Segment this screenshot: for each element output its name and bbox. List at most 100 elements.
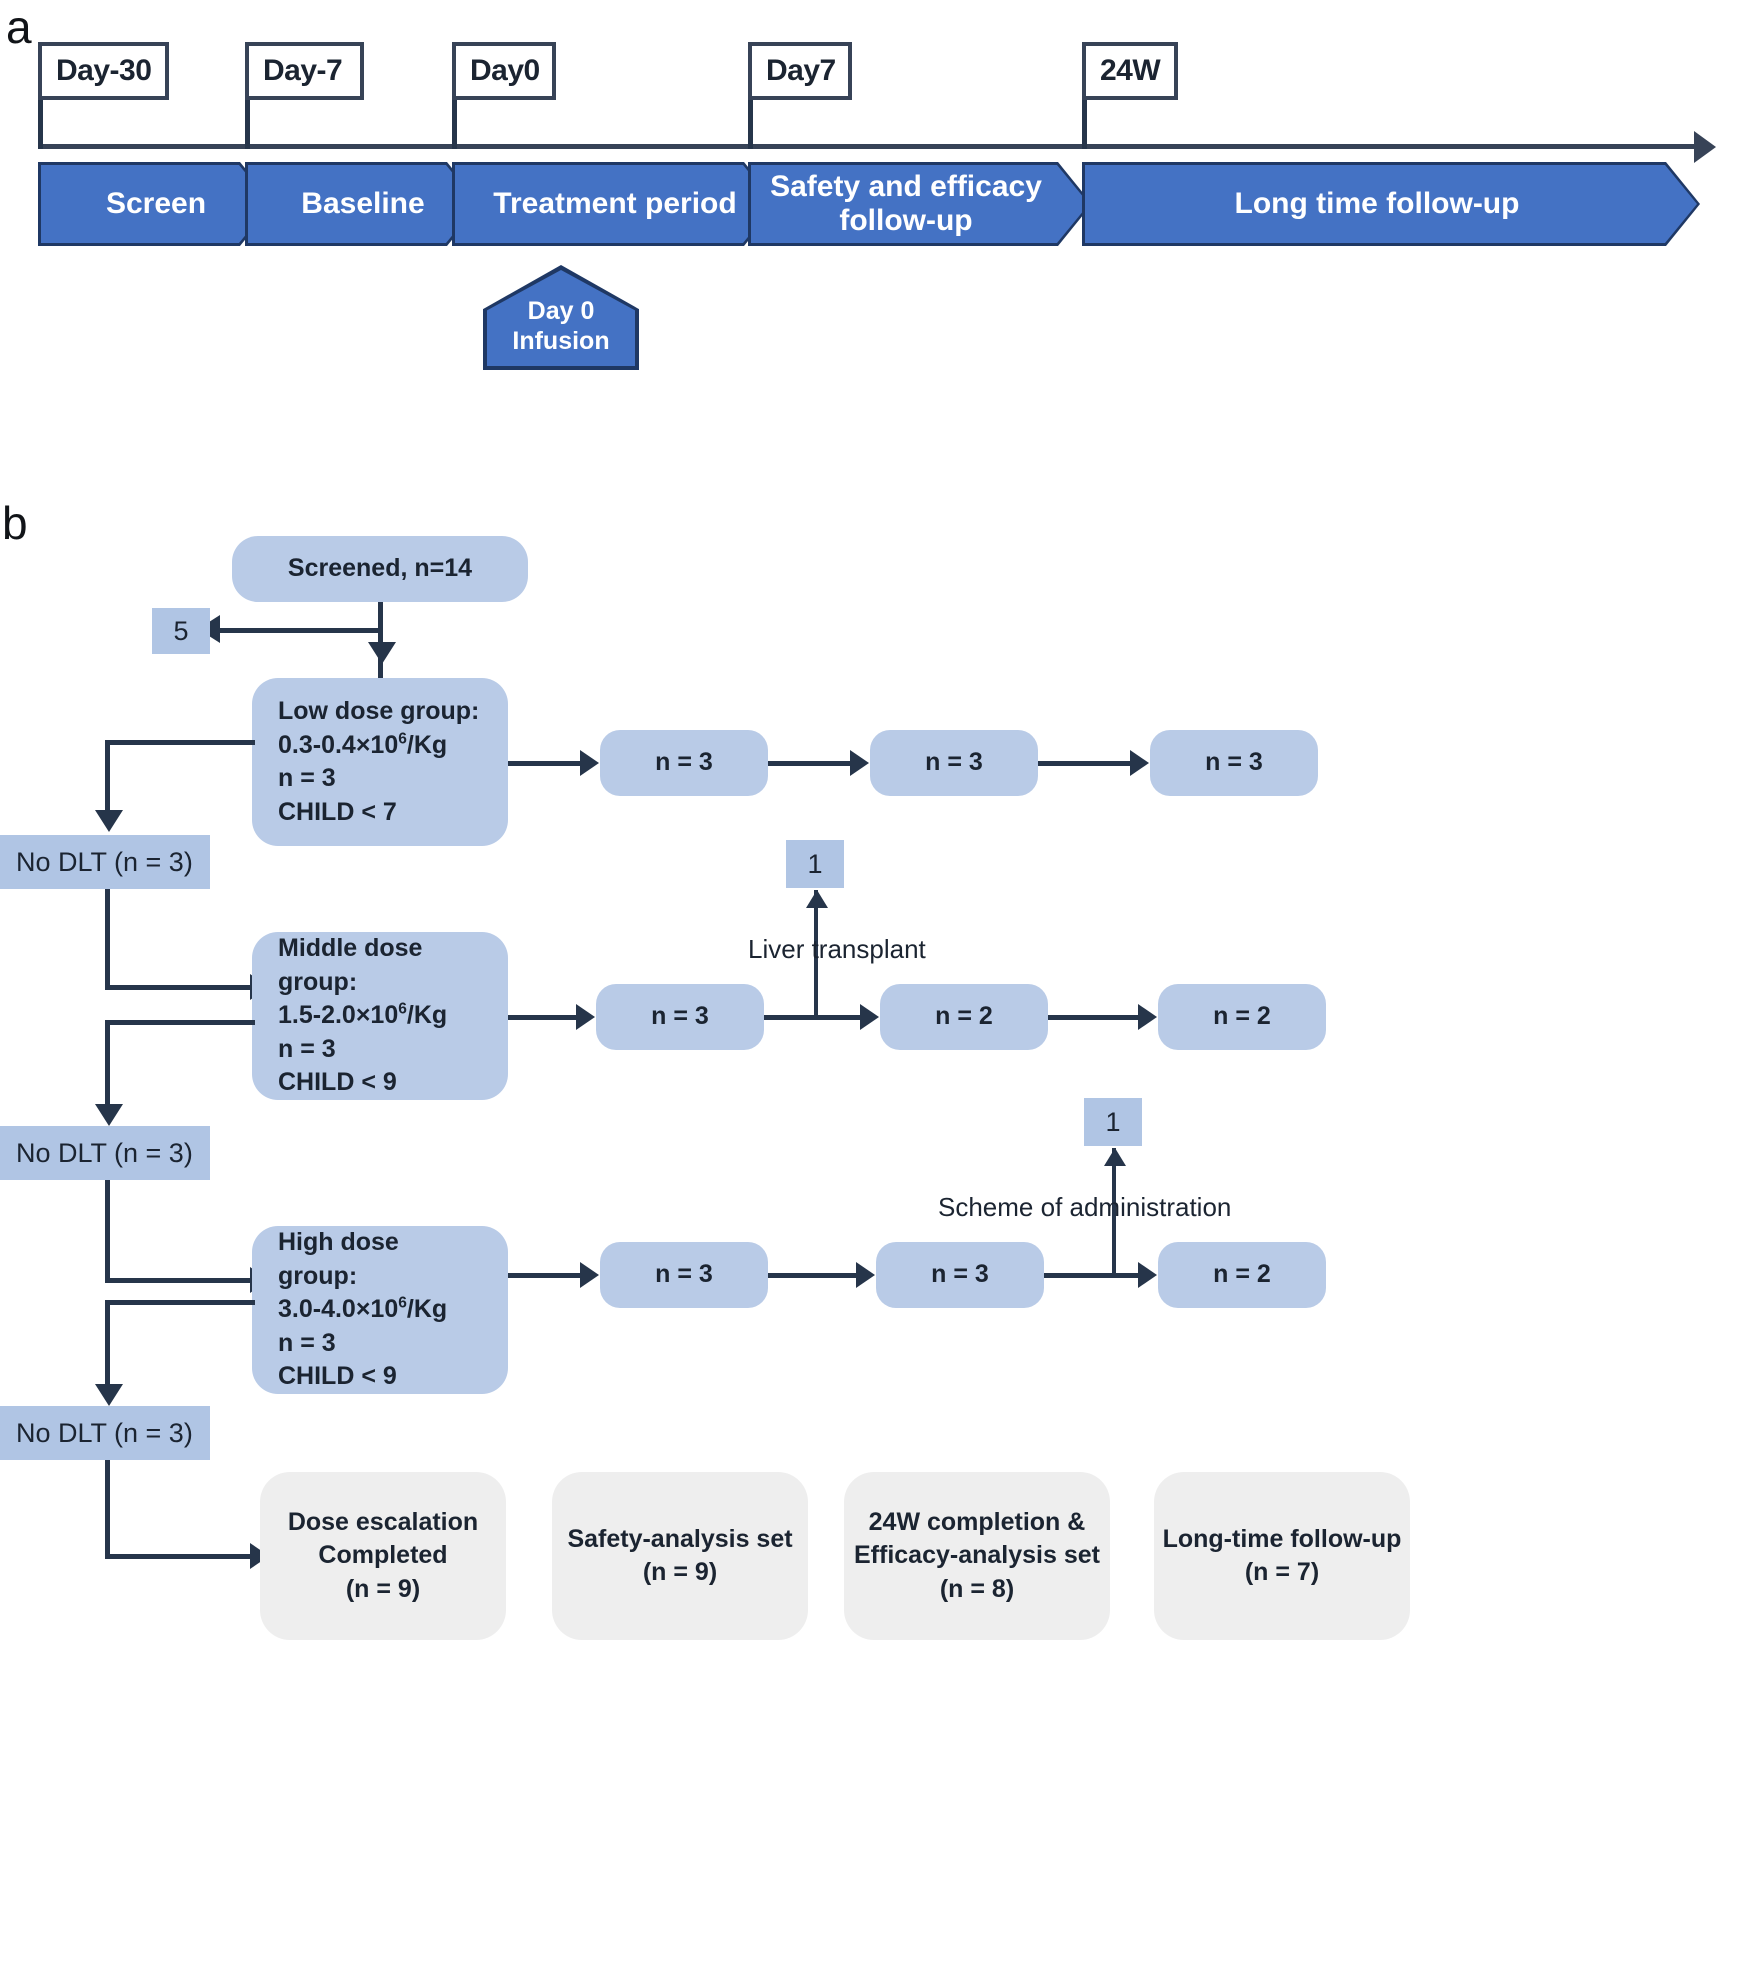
node-screened: Screened, n=14 — [232, 536, 528, 602]
summary-2-line2: Efficacy-analysis set — [854, 1541, 1100, 1570]
node-high-step-1-label: n = 3 — [655, 1260, 713, 1289]
node-liver-transplant-count: 1 — [786, 840, 844, 888]
milestone-flag-day7: Day7 — [748, 42, 852, 100]
day0-infusion-line2: Infusion — [512, 326, 610, 355]
summary-3-line2: (n = 7) — [1244, 1558, 1320, 1586]
panel-a-letter: a — [6, 1, 32, 53]
high-dose-child: CHILD < 9 — [278, 1362, 397, 1391]
arrowhead-low-step1-step2 — [850, 750, 869, 776]
annotation-liver-transplant: Liver transplant — [748, 934, 926, 964]
node-high-step-3-label: n = 2 — [1213, 1260, 1271, 1289]
phase-chevron-baseline-label: Baseline — [248, 165, 478, 243]
milestone-label: Day-30 — [56, 54, 152, 87]
node-low-step-1-label: n = 3 — [655, 748, 713, 777]
middle-dose-child: CHILD < 9 — [278, 1068, 397, 1097]
arrowhead-to-no-dlt-3 — [95, 1384, 123, 1406]
connector-low-step1-step2 — [768, 761, 852, 766]
milestone-flag-day-30: Day-30 — [38, 42, 169, 100]
timeline-tick-day-7 — [245, 100, 250, 149]
node-low-dose-group: Low dose group: 0.3-0.4×106/Kg n = 3 CHI… — [252, 678, 508, 846]
panel-a-study-timeline: a Day-30 Day-7 Day0 Day7 24W Screen Base… — [0, 0, 1750, 420]
milestone-flag-24w: 24W — [1082, 42, 1178, 100]
connector-middledose-left-elbow — [105, 1020, 255, 1025]
arrowhead-low-step2-step3 — [1130, 750, 1149, 776]
node-summary-dose-escalation: Dose escalation Completed (n = 9) — [260, 1472, 506, 1640]
summary-1-line2: (n = 9) — [642, 1558, 718, 1586]
panel-b-letter: b — [2, 497, 28, 549]
node-high-dose-group: High dose group: 3.0-4.0×106/Kg n = 3 CH… — [252, 1226, 508, 1394]
node-high-step-1: n = 3 — [600, 1242, 768, 1308]
middle-dose-n: n = 3 — [278, 1034, 336, 1063]
timeline-tick-day-30 — [38, 100, 43, 149]
summary-3-line1: Long-time follow-up — [1162, 1524, 1402, 1553]
node-no-dlt-3-label: No DLT (n = 3) — [16, 1417, 193, 1448]
low-dose-title: Low dose group: — [278, 697, 480, 725]
connector-no-dlt-1-down — [105, 889, 110, 989]
milestone-label: Day7 — [766, 54, 836, 87]
milestone-flag-day0: Day0 — [452, 42, 556, 100]
connector-no-dlt-1-to-middle — [105, 985, 255, 990]
timeline-tick-24w — [1082, 100, 1087, 149]
node-summary-safety-analysis-set: Safety-analysis set (n = 9) — [552, 1472, 808, 1640]
node-middle-dose-group: Middle dose group: 1.5-2.0×106/Kg n = 3 … — [252, 932, 508, 1100]
node-screened-label: Screened, n=14 — [287, 554, 473, 583]
connector-scheme-admin-up — [1112, 1194, 1116, 1274]
node-high-step-3: n = 2 — [1158, 1242, 1326, 1308]
high-dose-title: High dose group: — [278, 1228, 399, 1290]
node-low-step-3: n = 3 — [1150, 730, 1318, 796]
connector-no-dlt-3-down — [105, 1460, 110, 1558]
phase-chevron-long-time-follow-up-label: Long time follow-up — [1085, 165, 1697, 243]
connector-no-dlt-2-down — [105, 1180, 110, 1282]
phase-chevron-screen: Screen — [38, 162, 274, 246]
node-excluded-count-label: 5 — [173, 615, 189, 646]
arrowhead-middledose-step1 — [576, 1004, 595, 1030]
timeline-tick-day0 — [452, 100, 457, 149]
connector-screened-to-excluded — [210, 628, 382, 633]
node-no-dlt-2: No DLT (n = 3) — [0, 1126, 210, 1180]
node-no-dlt-1: No DLT (n = 3) — [0, 835, 210, 889]
node-high-step-2-label: n = 3 — [931, 1260, 989, 1289]
arrowhead-high-step2-step3 — [1138, 1262, 1157, 1288]
node-middle-step-2: n = 2 — [880, 984, 1048, 1050]
node-low-step-2: n = 3 — [870, 730, 1038, 796]
phase-chevron-long-time-follow-up: Long time follow-up — [1082, 162, 1700, 246]
phase-chevron-baseline: Baseline — [245, 162, 481, 246]
day0-infusion-line1: Day 0 — [527, 297, 595, 325]
summary-0-line3: (n = 9) — [345, 1574, 421, 1603]
connector-highdose-to-step1 — [508, 1273, 582, 1278]
arrowhead-lowdose-step1 — [580, 750, 599, 776]
node-liver-transplant-count-label: 1 — [807, 848, 823, 879]
middle-dose-title: Middle dose group: — [278, 934, 423, 996]
connector-middle-step2-step3 — [1048, 1015, 1140, 1020]
timeline-axis-arrowhead — [1694, 131, 1716, 163]
phase-chevron-treatment-period-label: Treatment period — [455, 165, 775, 243]
phase-chevron-safety-efficacy-follow-up-label: Safety and efficacy follow-up — [751, 165, 1089, 243]
arrowhead-middle-step1-step2 — [860, 1004, 879, 1030]
timeline-tick-day7 — [748, 100, 753, 149]
summary-2-line1: 24W completion & — [868, 1507, 1086, 1536]
node-scheme-admin-count-label: 1 — [1105, 1106, 1121, 1137]
low-dose-child: CHILD < 7 — [278, 797, 397, 826]
connector-high-step2-step3 — [1044, 1273, 1140, 1278]
node-middle-step-3: n = 2 — [1158, 984, 1326, 1050]
node-low-step-1: n = 3 — [600, 730, 768, 796]
node-low-step-2-label: n = 3 — [925, 748, 983, 777]
day0-infusion-marker-text: Day 0 Infusion — [487, 270, 635, 366]
node-middle-step-1-label: n = 3 — [651, 1002, 709, 1031]
arrowhead-to-no-dlt-2 — [95, 1104, 123, 1126]
high-dose-n: n = 3 — [278, 1328, 336, 1357]
node-middle-step-2-label: n = 2 — [935, 1002, 993, 1031]
summary-1-line1: Safety-analysis set — [567, 1524, 793, 1553]
phase-chevron-treatment-period: Treatment period — [452, 162, 778, 246]
connector-highdose-left-elbow — [105, 1300, 255, 1305]
connector-liver-transplant-up — [814, 936, 818, 1016]
arrowhead-high-step1-step2 — [856, 1262, 875, 1288]
panel-b-consort-flowchart: b Screened, n=14 5 Low dose group: 0.3-0… — [0, 420, 1750, 1978]
low-dose-n: n = 3 — [278, 764, 336, 792]
arrowhead-highdose-step1 — [580, 1262, 599, 1288]
timeline-axis — [38, 144, 1698, 149]
arrowhead-middle-step2-step3 — [1138, 1004, 1157, 1030]
node-low-step-3-label: n = 3 — [1205, 748, 1263, 777]
phase-chevron-safety-efficacy-follow-up: Safety and efficacy follow-up — [748, 162, 1092, 246]
connector-middle-step1-step2 — [764, 1015, 862, 1020]
